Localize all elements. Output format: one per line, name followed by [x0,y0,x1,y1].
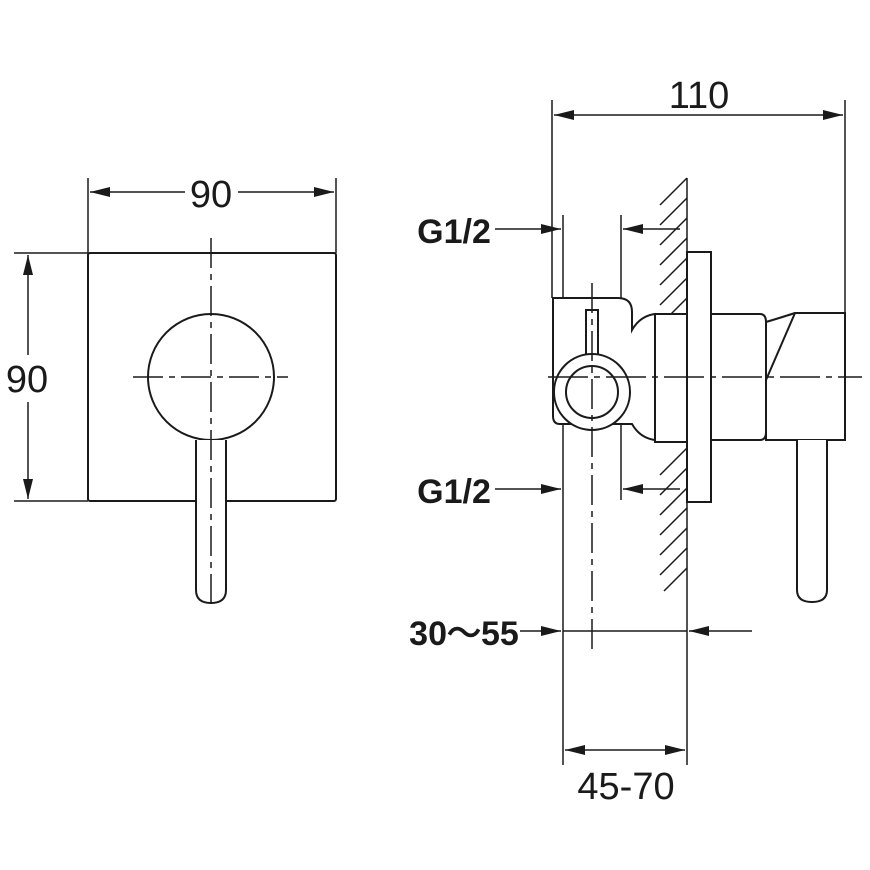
depth-label: 110 [669,75,730,117]
height-label: 90 [6,359,48,401]
handle-lever-side [796,440,828,604]
install-depth-label: 45-70 [577,766,674,808]
handle-bevel [765,312,796,381]
cartridge-housing [654,313,688,443]
inlet-top-label: G1/2 [417,213,491,251]
front-view: 90 90 [6,174,337,610]
wall-adjust-label: 30～55 [409,615,519,653]
width-label: 90 [190,174,232,216]
inlet-bottom-label: G1/2 [417,473,491,511]
side-view: 110 G1/2 G1/2 30～55 45-70 [409,75,862,808]
